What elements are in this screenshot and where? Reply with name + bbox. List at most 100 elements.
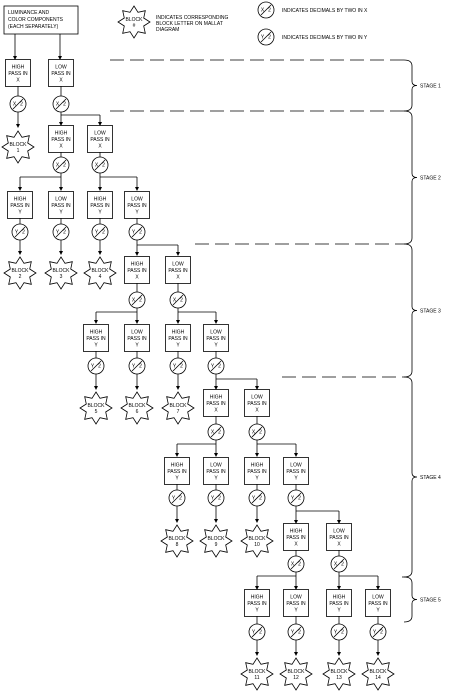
block-star-label: BLOCK xyxy=(249,669,267,675)
decimator-slash xyxy=(290,626,302,638)
input-box-frame xyxy=(3,5,79,35)
arrow-head xyxy=(18,187,22,191)
decimator-slash xyxy=(12,98,24,110)
arrow-head xyxy=(376,586,380,590)
block-star-shape xyxy=(240,524,274,558)
arrow-head xyxy=(94,320,98,324)
filter-box-label: HIGH xyxy=(210,395,223,401)
filter-box-label: LOW xyxy=(131,197,143,203)
block-star-label: BLOCK xyxy=(170,403,188,409)
filter-box-frame xyxy=(244,389,270,417)
filter-box-frame xyxy=(7,191,33,219)
block-star-label: BLOCK xyxy=(288,669,306,675)
decimator-axis-label: Y xyxy=(211,496,215,502)
decimator-factor-label: 2 xyxy=(102,230,105,236)
filter-box-label: PASS IN xyxy=(247,469,267,475)
filter-box-frame xyxy=(283,589,309,617)
arrow-head xyxy=(135,320,139,324)
filter-box-label: X xyxy=(176,275,180,281)
decimator-slash xyxy=(171,492,183,504)
stage-label-4: STAGE 4 xyxy=(420,475,441,481)
legend-block-text: BLOCK LETTER ON MALLAT xyxy=(156,21,223,27)
decimator-factor-label: 2 xyxy=(180,364,183,370)
decimator-axis-label: Y xyxy=(291,496,295,502)
filter-box-label: PASS IN xyxy=(127,336,147,342)
block-star-label: 11 xyxy=(254,675,259,681)
filter-box-label: PASS IN xyxy=(247,401,267,407)
block-star-shape xyxy=(279,657,313,691)
block-star-shape xyxy=(44,256,78,290)
filter-box-label: X xyxy=(255,408,259,414)
decimator-factor-label: 2 xyxy=(341,562,344,568)
decimator-axis-label: Y xyxy=(373,630,377,636)
arrow-head xyxy=(58,56,62,60)
decimator-factor-label: 2 xyxy=(259,430,262,436)
decimator-slash xyxy=(210,492,222,504)
filter-box-label: LOW xyxy=(251,395,263,401)
decimator-factor-label: 2 xyxy=(259,496,262,502)
block-star-shape xyxy=(83,256,117,290)
input-box-label: COLOR COMPONENTS xyxy=(8,17,64,23)
arrow-head xyxy=(59,251,63,255)
filter-box-label: Y xyxy=(255,608,259,614)
filter-box-label: LOW xyxy=(131,330,143,336)
block-star-label: BLOCK xyxy=(331,669,349,675)
filter-box-frame xyxy=(124,256,150,284)
decimator-factor-label: 2 xyxy=(98,364,101,370)
filter-box-label: PASS IN xyxy=(206,469,226,475)
arrow-head xyxy=(214,320,218,324)
arrow-head xyxy=(376,652,380,656)
filter-box-label: PASS IN xyxy=(206,401,226,407)
block-star-label: 7 xyxy=(177,409,180,415)
decimator-factor-label: 2 xyxy=(63,102,66,108)
filter-box-label: Y xyxy=(255,476,259,482)
arrow-head xyxy=(59,187,63,191)
decimator-factor-label: 2 xyxy=(139,364,142,370)
decimator-slash xyxy=(260,31,272,43)
filter-box-label: PASS IN xyxy=(329,535,349,541)
decimator-slash xyxy=(251,426,263,438)
decimator-axis-label: X xyxy=(56,163,60,169)
decimator-slash xyxy=(94,159,106,171)
decimator-axis-label: X xyxy=(95,163,99,169)
legend-block-symbol: BLOCK# xyxy=(117,5,151,39)
filter-box-label: HIGH xyxy=(172,330,185,336)
decimator-slash xyxy=(131,226,143,238)
block-star-label: 3 xyxy=(60,274,63,280)
filter-box-label: PASS IN xyxy=(8,71,28,77)
arrow-head xyxy=(135,187,139,191)
filter-box-label: PASS IN xyxy=(168,268,188,274)
arrow-head xyxy=(176,320,180,324)
stage-label-5: STAGE 5 xyxy=(420,598,441,604)
block-star-shape xyxy=(240,657,274,691)
block-star-label: 8 xyxy=(176,542,179,548)
decimator-factor-label: 2 xyxy=(20,102,23,108)
decimator-slash xyxy=(55,98,67,110)
block-star-label: 6 xyxy=(136,409,139,415)
filter-box-frame xyxy=(283,523,309,551)
block-star-shape xyxy=(199,524,233,558)
filter-box-label: Y xyxy=(98,210,102,216)
filter-box-label: HIGH xyxy=(94,197,107,203)
decimator-axis-label: X xyxy=(211,430,215,436)
filter-box-label: Y xyxy=(59,210,63,216)
block-star-label: BLOCK xyxy=(10,142,28,148)
block-star-label: BLOCK xyxy=(129,403,147,409)
block-star-shape xyxy=(322,657,356,691)
